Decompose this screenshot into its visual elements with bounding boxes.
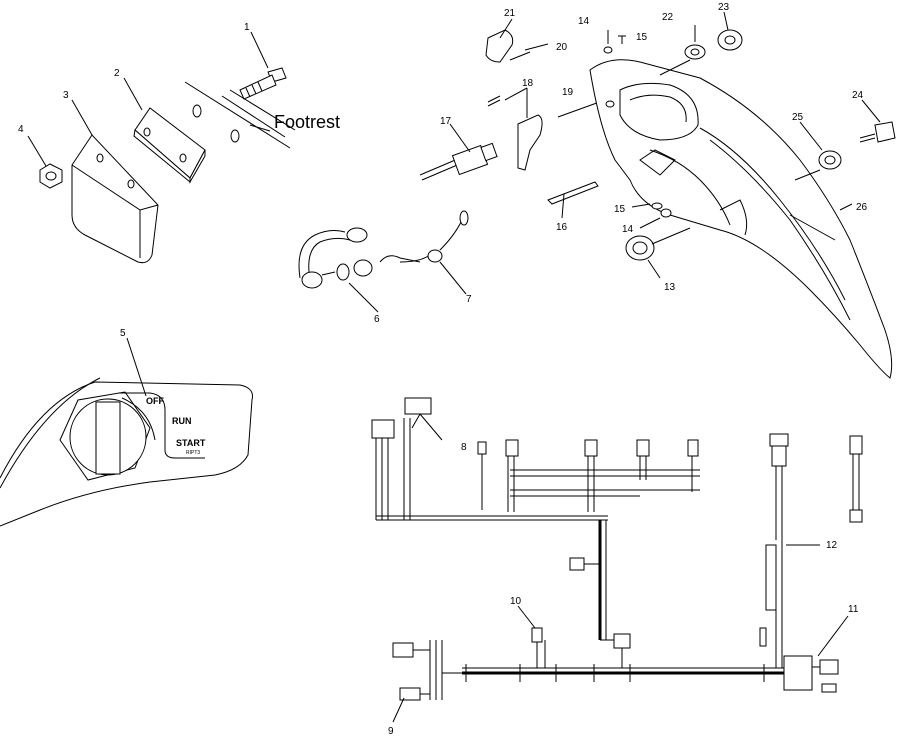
callout-23: 23: [718, 2, 730, 13]
callout-11: 11: [848, 604, 859, 615]
callout-3: 3: [63, 90, 69, 101]
harness-components: [298, 18, 606, 313]
switch-run-label: RUN: [172, 416, 192, 426]
callout-26: 26: [856, 202, 868, 213]
callout-14-top: 14: [578, 16, 590, 27]
callout-13: 13: [664, 282, 676, 293]
callout-22: 22: [662, 12, 674, 23]
callout-12: 12: [826, 540, 838, 551]
callout-4: 4: [18, 124, 24, 135]
callout-18: 18: [522, 78, 534, 89]
small-parts-right: [603, 11, 896, 279]
footrest-assembly: [27, 31, 296, 264]
nut-part-4: [39, 163, 63, 189]
callout-19: 19: [562, 87, 574, 98]
ignition-switch-panel: OFF RUN START RIPT3: [0, 337, 253, 527]
callout-9: 9: [388, 726, 394, 736]
callout-labels: 1 2 3 4 5 6 7 8 9 10 11 12 13 14 14 15 1…: [18, 2, 868, 736]
plate-part-3: [71, 134, 159, 264]
callout-1: 1: [244, 22, 250, 33]
bracket-part-2: [133, 107, 206, 184]
callout-20: 20: [556, 42, 568, 53]
callout-5: 5: [120, 328, 126, 339]
callout-16: 16: [556, 222, 568, 233]
callout-7: 7: [466, 294, 472, 305]
callout-6: 6: [374, 314, 380, 325]
callout-25: 25: [792, 112, 804, 123]
tail-assembly-part-26: [589, 59, 893, 379]
footrest-label: Footrest: [274, 112, 340, 132]
callout-8: 8: [461, 442, 467, 453]
callout-21: 21: [504, 8, 516, 19]
switch-start-sublabel: RIPT3: [186, 450, 200, 456]
bolt-part-1: [239, 67, 287, 100]
callout-10: 10: [510, 596, 522, 607]
callout-15-mid: 15: [614, 204, 626, 215]
callout-24: 24: [852, 90, 864, 101]
switch-off-label: OFF: [146, 396, 164, 406]
footrest-reference: [184, 81, 296, 149]
callout-15-top: 15: [636, 32, 648, 43]
switch-start-label: START: [176, 438, 206, 448]
callout-14-mid: 14: [622, 224, 634, 235]
callout-2: 2: [114, 68, 120, 79]
wiring-harness: [371, 397, 863, 723]
callout-17: 17: [440, 116, 452, 127]
